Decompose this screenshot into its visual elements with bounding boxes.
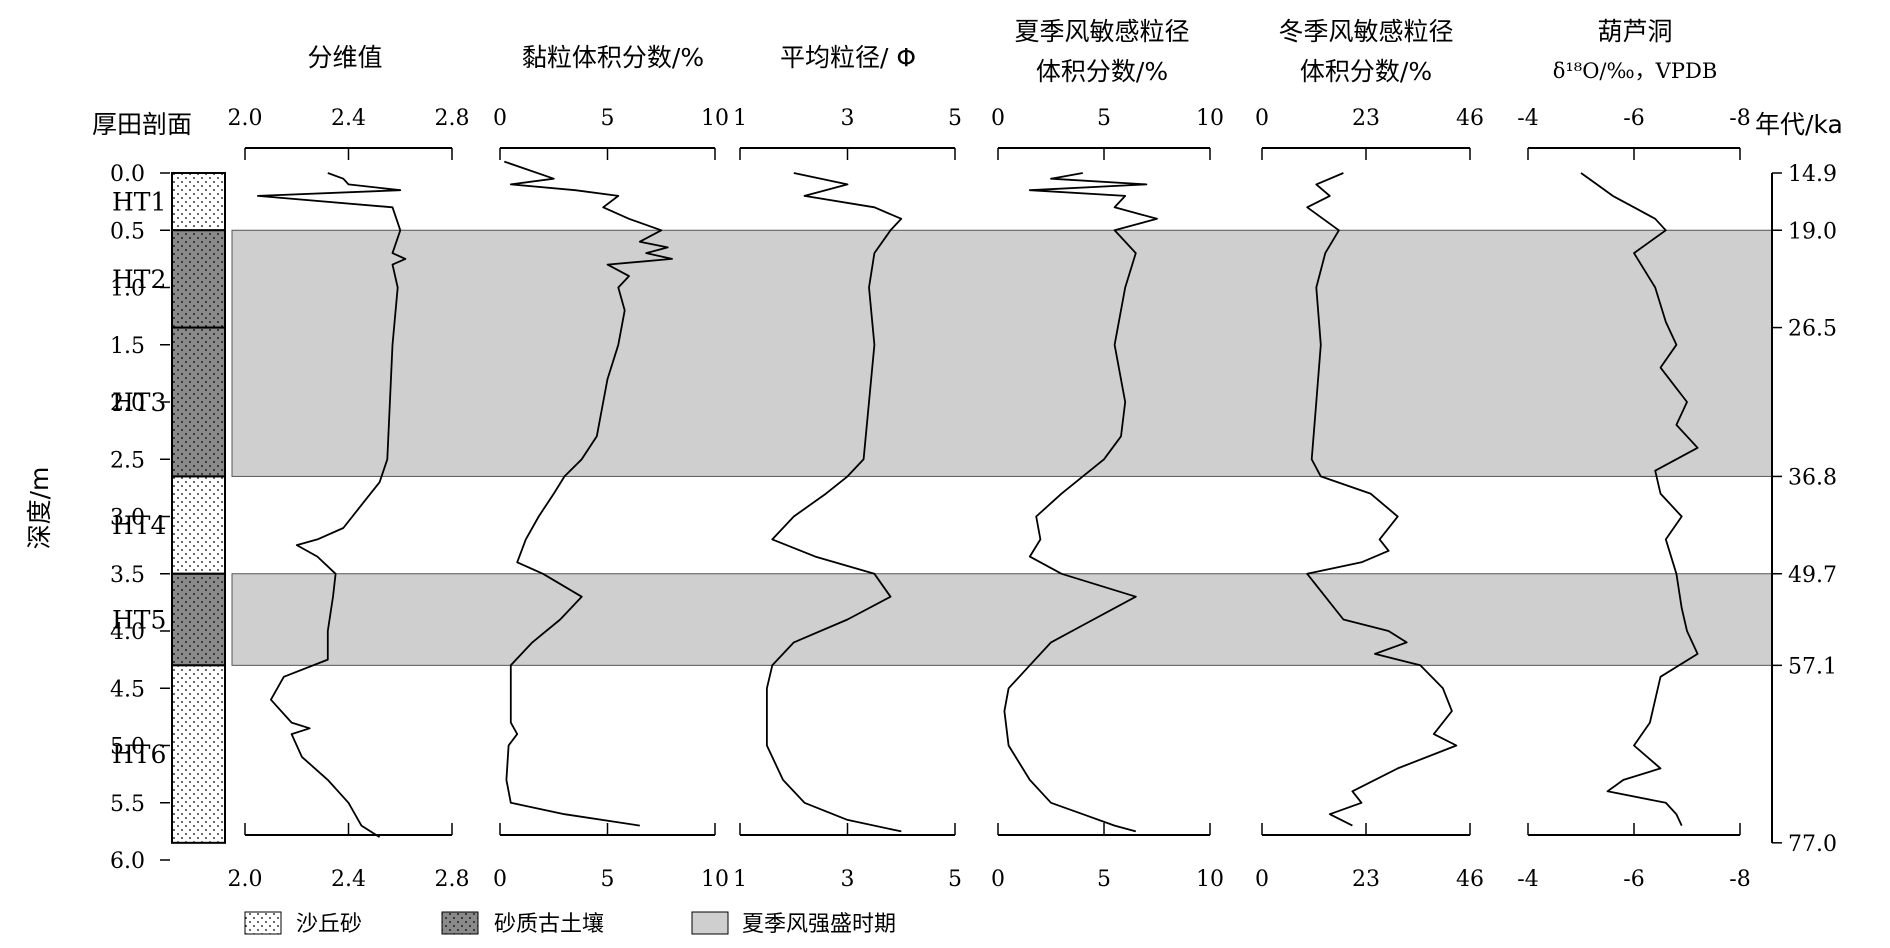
age-axis-title: 年代/ka [1755,110,1843,139]
stratum-label-ht2: HT2 [112,265,166,294]
winter-tick-label: 23 [1352,106,1380,131]
summer-monsoon-band-2 [231,573,1773,666]
fractal-tick-label: 2.8 [435,867,470,892]
cave-tick-label: -6 [1623,867,1644,892]
legend-dune-swatch [244,911,282,935]
cave-tick-label: -4 [1517,867,1538,892]
winter-series-line [1306,172,1458,827]
legend-dune-label: 沙丘砂 [296,912,362,937]
winter-title-line1: 冬季风敏感粒径 [1278,17,1453,46]
stratum-label-ht4: HT4 [112,511,166,540]
mean_grain-tick-label: 1 [733,106,747,131]
winter-tick-label: 0 [1255,106,1269,131]
winter-tick-label: 46 [1456,867,1484,892]
mean-grain-title: 平均粒径/ Φ [780,43,916,72]
legend: 沙丘砂 砂质古土壤 夏季风强盛时期 [244,911,896,937]
depth-tick-label: 3.0 [110,506,145,531]
mean_grain-tick-label: 5 [948,867,962,892]
depth-tick-label: 0.5 [110,219,145,244]
fractal-tick-label: 2.4 [331,106,366,131]
mean_grain-tick-label: 3 [841,106,855,131]
depth-axis-title: 深度/m [25,467,54,550]
legend-shade-swatch [691,911,729,935]
depth-tick-label: 2.0 [110,391,145,416]
clay-tick-label: 5 [601,106,615,131]
clay-series-line [504,160,673,827]
summer-tick-label: 5 [1097,867,1111,892]
cave-tick-label: -8 [1729,867,1750,892]
fractal-tick-label: 2.0 [228,867,263,892]
clay-title: 黏粒体积分数/% [522,43,704,72]
winter-title-line2: 体积分数/% [1300,57,1432,86]
cave-tick-label: -6 [1623,106,1644,131]
age-tick-label: 19.0 [1788,219,1837,244]
section-title: 厚田剖面 [92,110,192,139]
summer-tick-label: 0 [991,106,1005,131]
stratum-ht3 [171,326,226,478]
fractal-tick-label: 2.8 [435,106,470,131]
stratum-label-ht5: HT5 [112,606,166,635]
cave-tick-label: -8 [1729,106,1750,131]
summer-tick-label: 10 [1196,106,1224,131]
mean_grain-tick-label: 5 [948,106,962,131]
cave-series-line [1580,172,1699,826]
fractal-title: 分维值 [307,43,382,72]
age-tick-label: 77.0 [1788,832,1837,857]
summer-tick-label: 0 [991,867,1005,892]
mean_grain-tick-label: 1 [733,867,747,892]
depth-tick-label: 5.5 [110,792,145,817]
depth-tick-label: 4.5 [110,677,145,702]
stratum-ht5 [171,572,226,667]
cave-title-line2: δ¹⁸O/‰，VPDB [1553,59,1718,83]
stratum-ht2 [171,229,226,329]
fractal-tick-label: 2.0 [228,106,263,131]
cave-tick-label: -4 [1517,106,1538,131]
age-tick-label: 26.5 [1788,317,1837,342]
stratum-ht4 [171,475,226,575]
depth-tick-label: 4.0 [110,620,145,645]
stratum-label-ht3: HT3 [112,388,166,417]
winter-tick-label: 0 [1255,867,1269,892]
winter-tick-label: 46 [1456,106,1484,131]
age-tick-label: 14.9 [1788,162,1837,187]
cave-title-line1: 葫芦洞 [1597,17,1672,46]
summer-title-line1: 夏季风敏感粒径 [1014,17,1189,46]
summer-title-line2: 体积分数/% [1036,57,1168,86]
depth-tick-label: 0.0 [110,162,145,187]
fractal-tick-label: 2.4 [331,867,366,892]
clay-tick-label: 0 [493,867,507,892]
stratum-ht6 [171,664,226,844]
depth-tick-label: 6.0 [110,849,145,874]
clay-tick-label: 10 [701,106,729,131]
fractal-series-line [256,172,407,838]
stratum-label-ht6: HT6 [112,740,166,769]
age-tick-label: 36.8 [1788,465,1837,490]
winter-tick-label: 23 [1352,867,1380,892]
clay-tick-label: 5 [601,867,615,892]
age-tick-label: 49.7 [1788,563,1837,588]
mean_grain-series-line [766,172,903,833]
summer-tick-label: 5 [1097,106,1111,131]
mean_grain-tick-label: 3 [841,867,855,892]
legend-paleosol-label: 砂质古土壤 [494,912,604,937]
summer-monsoon-band-1 [231,229,1773,477]
depth-tick-label: 5.0 [110,735,145,760]
summer-tick-label: 10 [1196,867,1224,892]
stratum-ht1 [171,172,226,232]
depth-tick-label: 2.5 [110,448,145,473]
stratum-label-ht1: HT1 [112,188,166,217]
depth-tick-label: 1.0 [110,277,145,302]
clay-tick-label: 10 [701,867,729,892]
clay-tick-label: 0 [493,106,507,131]
legend-shade-label: 夏季风强盛时期 [742,912,896,937]
summer-series-line [1003,172,1158,833]
legend-paleosol-swatch [441,911,479,935]
depth-tick-label: 3.5 [110,563,145,588]
depth-tick-label: 1.5 [110,334,145,359]
age-tick-label: 57.1 [1788,654,1837,679]
